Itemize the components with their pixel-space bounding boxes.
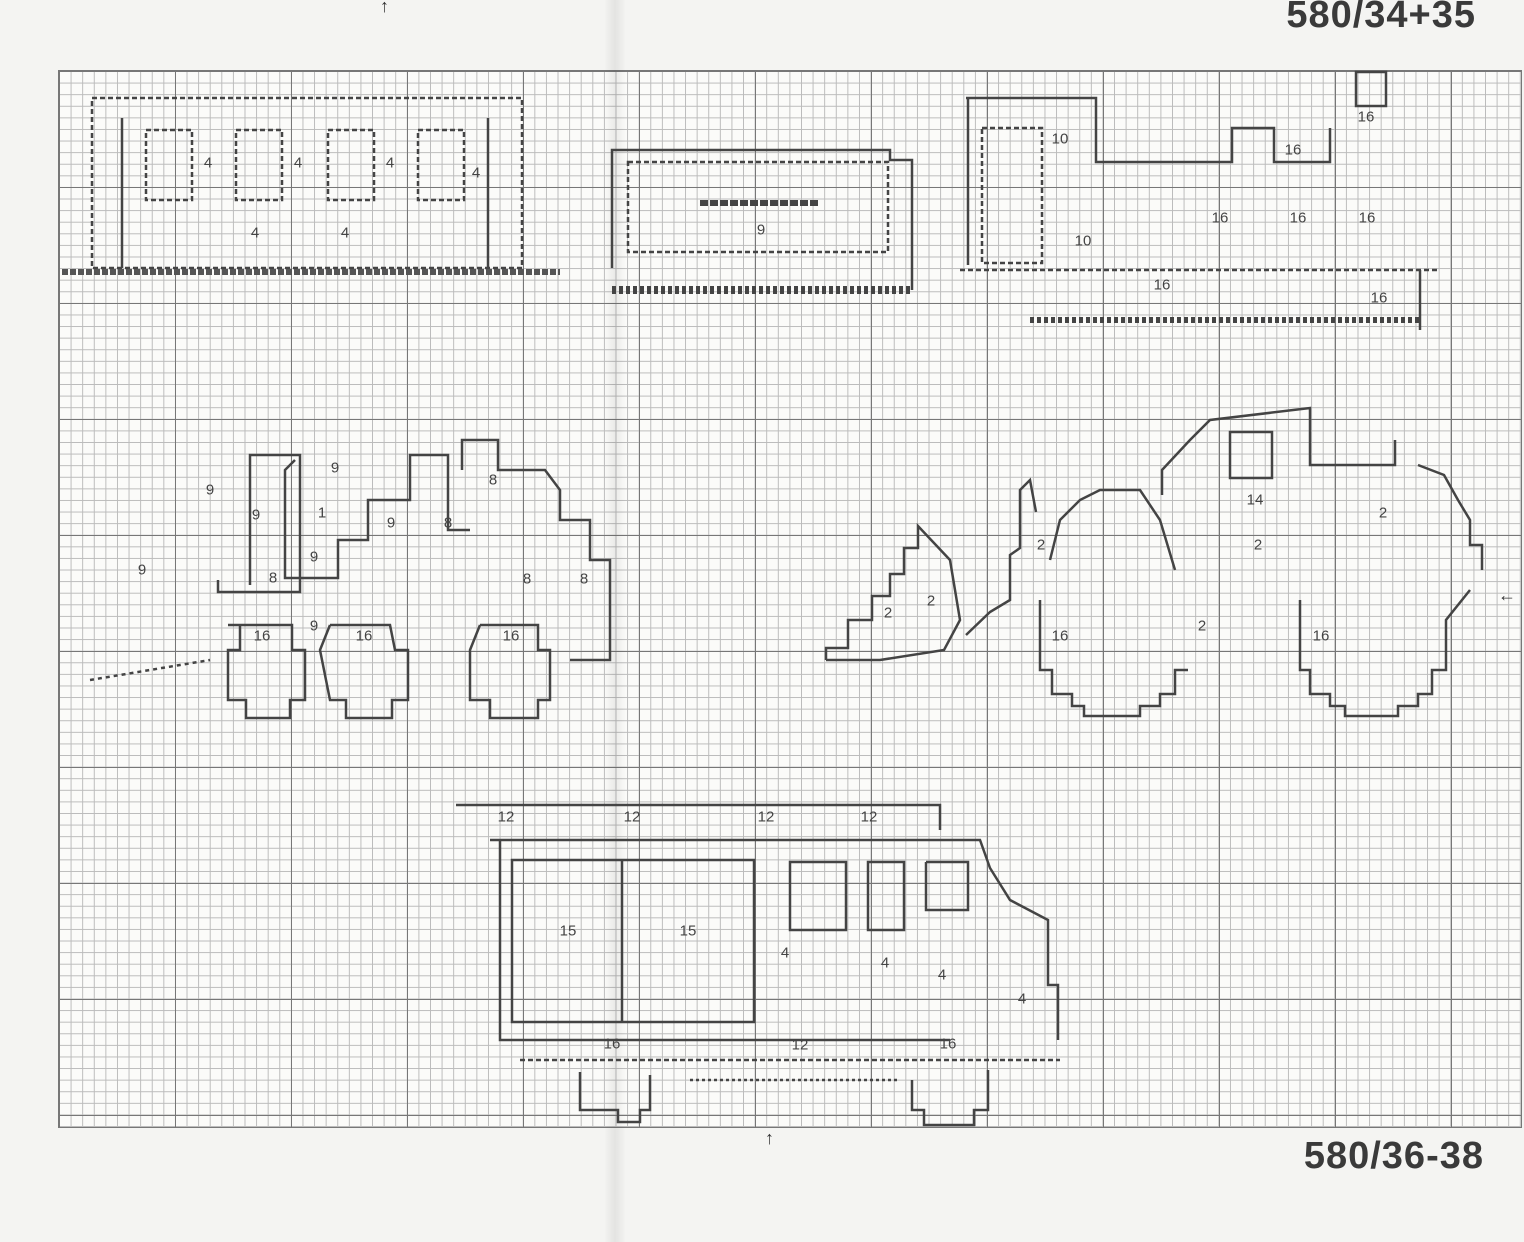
stitch-color-number: 10 (1074, 232, 1092, 250)
stitch-color-number: 9 (205, 481, 215, 499)
stitch-color-number: 2 (1197, 617, 1207, 635)
stitch-color-number: 9 (386, 514, 396, 532)
locomotive-motif (960, 70, 1440, 330)
stitch-color-number: 10 (1051, 130, 1069, 148)
bus-motif (456, 803, 1060, 1127)
stitch-color-number: 12 (497, 808, 515, 826)
stitch-color-number: 9 (309, 548, 319, 566)
center-arrow-bottom: ↑ (765, 1128, 774, 1148)
stitch-color-number: 4 (880, 954, 890, 972)
stitch-color-number: 4 (203, 154, 213, 172)
stitch-color-number: 8 (488, 471, 498, 489)
stitch-color-number: 14 (1246, 491, 1264, 509)
train-car-motif (62, 96, 560, 275)
stitch-color-number: 9 (756, 221, 766, 239)
stitch-color-number: 9 (251, 506, 261, 524)
stitch-color-number: 16 (1289, 209, 1307, 227)
stitch-color-number: 1 (317, 504, 327, 522)
stitch-color-number: 16 (355, 627, 373, 645)
stitch-color-number: 8 (268, 569, 278, 587)
stitch-color-number: 4 (1017, 990, 1027, 1008)
stitch-color-number: 2 (926, 592, 936, 610)
stitch-color-number: 15 (679, 922, 697, 940)
stitch-color-number: 4 (780, 944, 790, 962)
stitch-color-number: 8 (579, 570, 589, 588)
stitch-color-number: 4 (385, 154, 395, 172)
tender-motif (610, 148, 914, 294)
stitch-color-number: 16 (1358, 209, 1376, 227)
stitch-color-number: 9 (330, 459, 340, 477)
page-fold (604, 0, 626, 1242)
stitch-color-number: 2 (1378, 504, 1388, 522)
stitch-color-number: 16 (1284, 141, 1302, 159)
pattern-code-bottom: 580/36-38 (1303, 1135, 1484, 1177)
stitch-color-number: 16 (253, 627, 271, 645)
stitch-color-number: 4 (293, 154, 303, 172)
stitch-color-number: 16 (1370, 289, 1388, 307)
stitch-color-number: 9 (137, 561, 147, 579)
loader-motif (824, 406, 1484, 718)
stitch-color-number: 4 (937, 966, 947, 984)
pattern-code-top: 580/34+35 (1286, 0, 1476, 36)
dump-truck-motif (89, 438, 612, 720)
stitch-color-number: 8 (443, 514, 453, 532)
stitch-color-number: 16 (939, 1035, 957, 1053)
stitch-color-number: 4 (340, 224, 350, 242)
stitch-color-number: 16 (1312, 627, 1330, 645)
stitch-color-number: 12 (757, 808, 775, 826)
stitch-color-number: 12 (791, 1036, 809, 1054)
center-arrow-top: ↑ (380, 0, 389, 16)
stitch-color-number: 2 (883, 604, 893, 622)
stitch-color-number: 4 (250, 224, 260, 242)
stitch-color-number: 16 (1153, 276, 1171, 294)
stitch-color-number: 15 (559, 922, 577, 940)
stitch-color-number: 12 (623, 808, 641, 826)
stitch-color-number: 9 (309, 617, 319, 635)
stitch-color-number: 16 (502, 627, 520, 645)
stitch-color-number: 16 (1211, 209, 1229, 227)
stitch-color-number: 12 (860, 808, 878, 826)
center-arrow-right: ← (1498, 585, 1516, 605)
stitch-color-number: 16 (1051, 627, 1069, 645)
stitch-color-number: 2 (1036, 536, 1046, 554)
stitch-color-number: 2 (1253, 536, 1263, 554)
stitch-color-number: 4 (471, 164, 481, 182)
stitch-grid (58, 70, 1522, 1128)
stitch-color-number: 16 (1357, 108, 1375, 126)
stitch-color-number: 16 (603, 1035, 621, 1053)
stitch-color-number: 8 (522, 570, 532, 588)
